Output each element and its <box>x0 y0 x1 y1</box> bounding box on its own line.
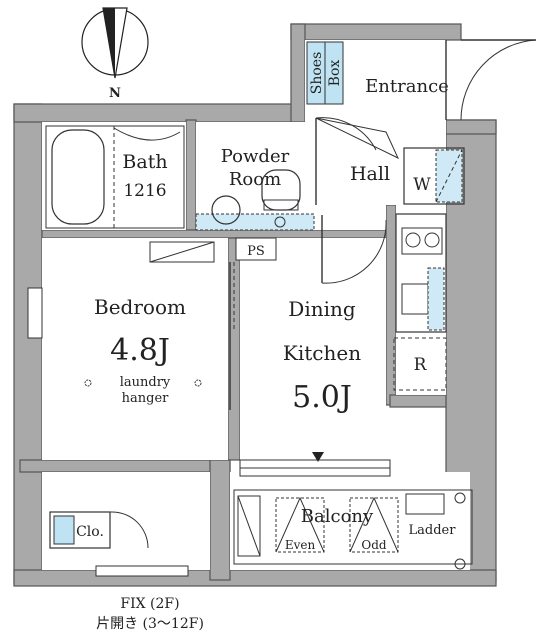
bathtub <box>45 125 185 229</box>
fridge-label: R <box>414 355 428 375</box>
laundry-hook-icon <box>84 379 202 387</box>
closet-label: Clo. <box>76 524 104 540</box>
ladder-label: Ladder <box>409 523 457 538</box>
bedroom-label: Bedroom <box>94 295 186 319</box>
fix-window <box>95 565 189 577</box>
bath-size-label: 1216 <box>123 181 166 201</box>
laundry-label-2: hanger <box>122 391 170 406</box>
powder-label-2: Room <box>229 169 281 190</box>
pipe-space <box>235 237 277 261</box>
entrance-door[interactable] <box>445 39 537 121</box>
toilet <box>261 169 301 211</box>
fridge-space <box>393 337 447 391</box>
bath-label: Bath <box>122 151 167 173</box>
dining-size-label: 5.0J <box>292 380 352 415</box>
shoes-box-label-2: Box <box>327 60 343 87</box>
fix-note: FIX (2F) <box>120 596 179 612</box>
balcony-area <box>233 489 473 565</box>
bedroom-window <box>27 287 43 339</box>
shoes-box-label-1: Shoes <box>309 52 325 95</box>
closet <box>49 511 149 549</box>
odd-label: Odd <box>361 538 387 552</box>
dining-label-2: Kitchen <box>283 341 361 365</box>
entrance-label: Entrance <box>365 76 449 97</box>
kitchen-counter <box>395 213 447 333</box>
north-label: N <box>109 86 121 101</box>
ladder-hatch <box>405 492 466 570</box>
bedroom-size-label: 4.8J <box>110 333 170 368</box>
washer-space <box>403 147 465 205</box>
north-arrow-icon <box>81 7 149 79</box>
balcony-label: Balcony <box>301 506 374 527</box>
powder-label-1: Powder <box>221 146 290 167</box>
katabiraki-note: 片開き (3～12F) <box>96 616 204 632</box>
ps-label: PS <box>247 244 265 259</box>
washer-label: W <box>413 175 431 195</box>
laundry-label-1: laundry <box>120 375 171 390</box>
even-label: Even <box>285 538 316 552</box>
washbasin <box>195 195 315 231</box>
dining-label-1: Dining <box>288 297 356 321</box>
balcony-aircon-units <box>237 495 399 557</box>
hall-label: Hall <box>350 163 390 185</box>
balcony-window <box>239 452 391 477</box>
